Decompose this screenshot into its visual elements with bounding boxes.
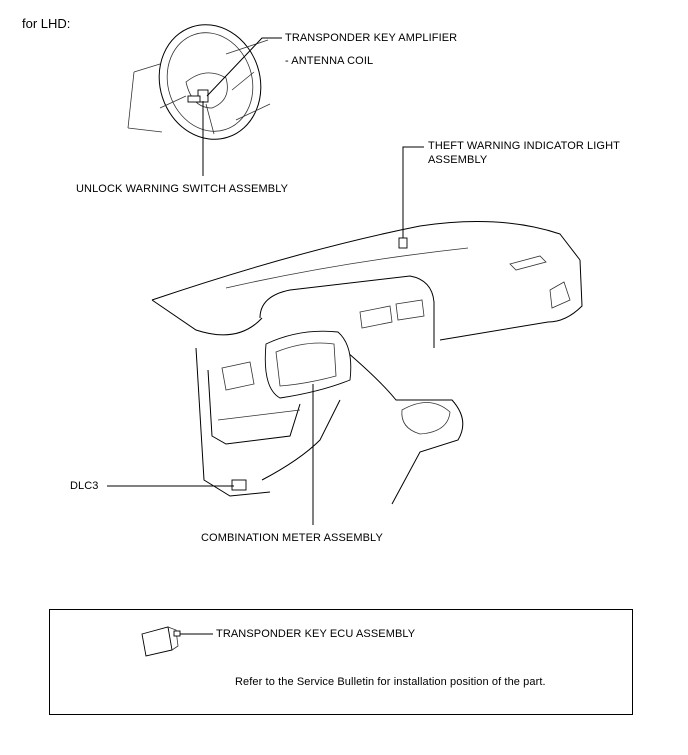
label-unlock-switch: UNLOCK WARNING SWITCH ASSEMBLY	[76, 183, 289, 195]
label-transponder-amplifier: TRANSPONDER KEY AMPLIFIER	[285, 32, 458, 44]
antenna-coil-part	[187, 89, 209, 103]
legend-note: Refer to the Service Bulletin for instal…	[235, 676, 546, 688]
theft-light-part	[398, 237, 408, 249]
ecu-part	[141, 626, 181, 657]
diagram-header: for LHD:	[22, 16, 71, 31]
legend-box	[49, 609, 633, 715]
leader-transponder-amplifier	[206, 37, 282, 97]
combination-meter-part	[264, 330, 352, 399]
label-theft-light-line2: ASSEMBLY	[428, 154, 488, 166]
label-dlc3: DLC3	[70, 480, 99, 492]
label-ecu: TRANSPONDER KEY ECU ASSEMBLY	[216, 628, 416, 640]
label-antenna-coil: - ANTENNA COIL	[285, 55, 374, 67]
leader-theft-light	[402, 146, 424, 238]
dashboard-illustration	[151, 221, 583, 505]
label-combination-meter: COMBINATION METER ASSEMBLY	[201, 532, 383, 544]
dlc3-part	[231, 479, 247, 491]
label-theft-light-line1: THEFT WARNING INDICATOR LIGHT	[428, 140, 620, 152]
steering-wheel-illustration	[127, 24, 271, 140]
